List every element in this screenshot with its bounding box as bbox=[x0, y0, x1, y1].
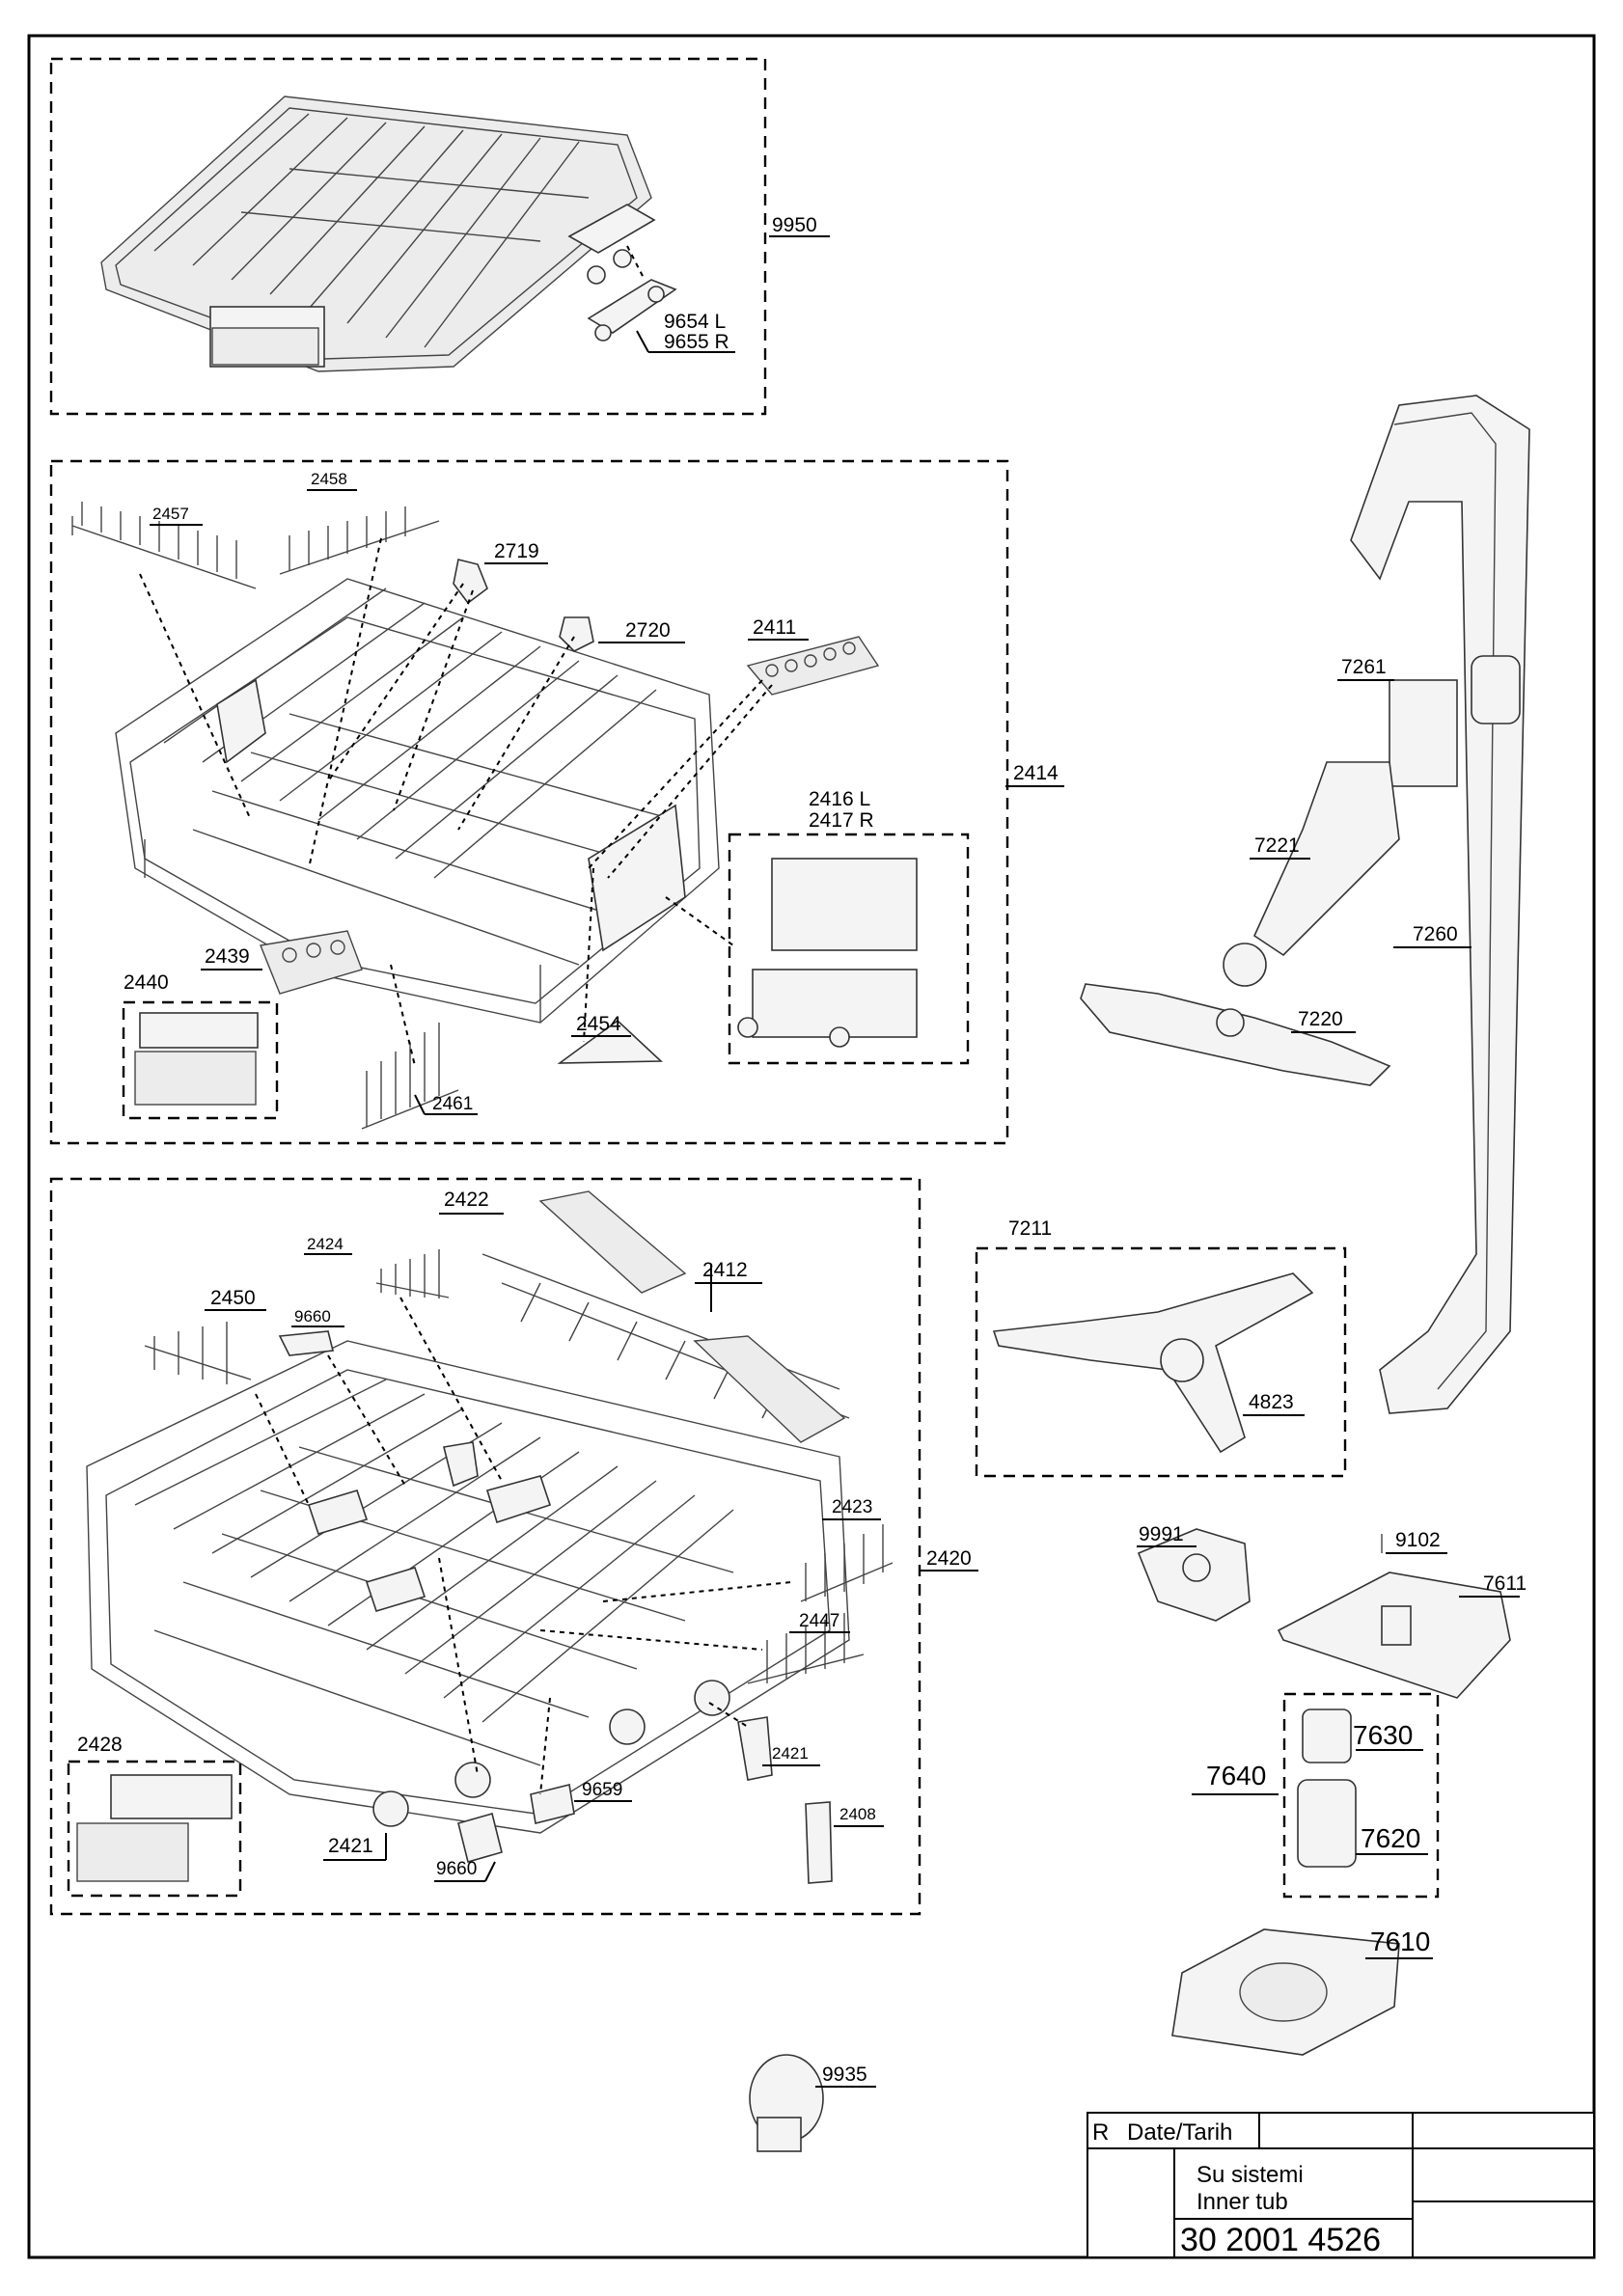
label-7610: 7610 bbox=[1370, 1927, 1430, 1956]
label-9660-upper: 9660 bbox=[294, 1307, 331, 1326]
water-system-drawing bbox=[749, 395, 1530, 2152]
label-9102: 9102 bbox=[1395, 1529, 1441, 1551]
label-7640: 7640 bbox=[1206, 1761, 1266, 1790]
lower-basket-drawing bbox=[76, 1190, 894, 1884]
label-7630: 7630 bbox=[1353, 1720, 1413, 1750]
label-2411: 2411 bbox=[753, 616, 796, 639]
label-2439: 2439 bbox=[205, 945, 250, 968]
label-2719: 2719 bbox=[494, 540, 539, 562]
label-7261: 7261 bbox=[1341, 656, 1387, 678]
group-box-7640 bbox=[1282, 1692, 1440, 1899]
cutlery-tray-drawing bbox=[100, 96, 677, 372]
label-7611: 7611 bbox=[1483, 1572, 1527, 1595]
part-labels: 9950 9654 L 9655 R 2457 2458 2719 2720 2… bbox=[77, 214, 1527, 2086]
label-2428: 2428 bbox=[77, 1734, 123, 1756]
label-2408: 2408 bbox=[839, 1805, 876, 1823]
label-7260: 7260 bbox=[1413, 923, 1458, 945]
label-2421-left: 2421 bbox=[328, 1835, 373, 1857]
label-2414: 2414 bbox=[1013, 762, 1059, 784]
label-2461: 2461 bbox=[432, 1094, 473, 1114]
title-block: R Date/Tarih Su sistemi Inner tub 30 200… bbox=[1087, 2112, 1595, 2258]
label-2450: 2450 bbox=[210, 1287, 256, 1309]
label-2720: 2720 bbox=[625, 619, 671, 642]
label-2416: 2416 L bbox=[809, 788, 870, 810]
group-box-9950 bbox=[49, 57, 767, 416]
label-9655: 9655 R bbox=[664, 331, 729, 353]
label-2420: 2420 bbox=[926, 1547, 972, 1570]
description-tr: Su sistemi bbox=[1197, 2162, 1304, 2188]
label-2412: 2412 bbox=[702, 1259, 748, 1281]
group-box-2414 bbox=[49, 459, 1009, 1145]
label-7220: 7220 bbox=[1298, 1008, 1343, 1030]
label-2458: 2458 bbox=[311, 470, 347, 488]
label-2457: 2457 bbox=[152, 505, 189, 523]
upper-basket-drawing bbox=[71, 502, 918, 1130]
label-2423: 2423 bbox=[832, 1497, 872, 1517]
label-4823: 4823 bbox=[1249, 1391, 1294, 1413]
label-9950: 9950 bbox=[772, 214, 817, 236]
label-9935: 9935 bbox=[822, 2064, 867, 2086]
group-box-2428 bbox=[67, 1760, 242, 1898]
label-2424: 2424 bbox=[307, 1235, 344, 1253]
label-7211: 7211 bbox=[1008, 1217, 1052, 1240]
label-7620: 7620 bbox=[1361, 1823, 1420, 1853]
label-2454: 2454 bbox=[576, 1013, 621, 1035]
drawing-number: 30 2001 4526 bbox=[1180, 2222, 1381, 2258]
label-2417: 2417 R bbox=[809, 809, 874, 832]
label-7221: 7221 bbox=[1254, 834, 1300, 857]
group-box-2420 bbox=[49, 1177, 922, 1916]
label-9991: 9991 bbox=[1139, 1523, 1184, 1545]
label-9654: 9654 L bbox=[664, 311, 726, 333]
group-box-7211 bbox=[975, 1246, 1347, 1478]
label-9660-lower: 9660 bbox=[436, 1859, 477, 1879]
rev-label: R bbox=[1092, 2119, 1109, 2146]
drawing-frame bbox=[27, 34, 1596, 2259]
label-2422: 2422 bbox=[444, 1189, 489, 1211]
label-2447: 2447 bbox=[799, 1611, 839, 1631]
description-en: Inner tub bbox=[1197, 2189, 1288, 2215]
group-box-2416 bbox=[728, 833, 970, 1065]
label-2421-right: 2421 bbox=[772, 1744, 809, 1763]
label-2440: 2440 bbox=[124, 971, 169, 994]
label-9659: 9659 bbox=[582, 1780, 622, 1800]
date-label: Date/Tarih bbox=[1127, 2119, 1232, 2146]
